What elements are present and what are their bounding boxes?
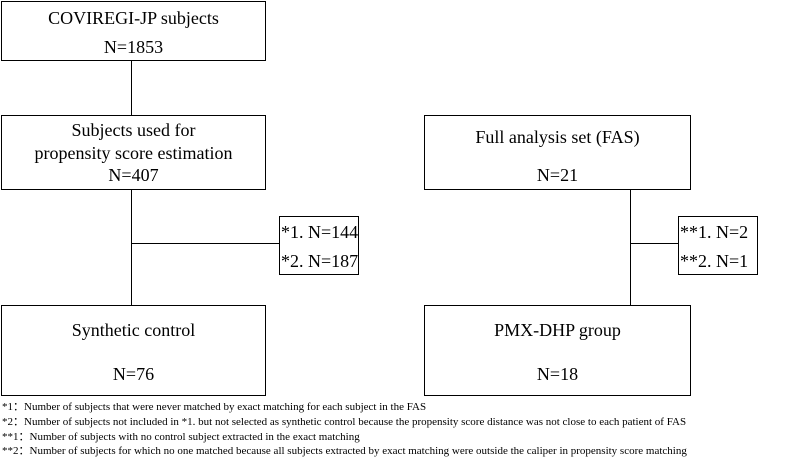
left-excluded-box: *1. N=144 *2. N=187	[279, 216, 359, 275]
connector-right-branch	[630, 243, 678, 245]
covid-subjects-count: N=1853	[103, 37, 164, 57]
connector-fas-to-pmx	[630, 189, 632, 305]
synthetic-control-box: Synthetic control N=76	[1, 305, 266, 396]
propensity-title-line2: propensity score estimation	[34, 143, 233, 163]
covid-subjects-box: COVIREGI-JP subjects N=1853	[1, 1, 266, 61]
footnote-2: *2：Number of subjects not included in *1…	[2, 416, 687, 428]
right-excluded-item2: **2. N=1	[680, 251, 749, 271]
footnote-3: **1：Number of subjects with no control s…	[2, 431, 360, 443]
connector-propensity-to-synthetic	[131, 189, 133, 305]
connector-left-branch	[131, 243, 279, 245]
pmx-dhp-count: N=18	[536, 364, 579, 384]
fas-box: Full analysis set (FAS) N=21	[424, 115, 691, 190]
covid-subjects-title: COVIREGI-JP subjects	[48, 8, 219, 28]
footnote-1: *1：Number of subjects that were never ma…	[2, 401, 427, 413]
footnote-4: **2：Number of subjects for which no one …	[2, 445, 687, 457]
connector-covid-to-propensity	[131, 60, 133, 115]
pmx-dhp-box: PMX-DHP group N=18	[424, 305, 691, 396]
left-excluded-item1: *1. N=144	[281, 222, 359, 242]
pmx-dhp-title: PMX-DHP group	[494, 320, 621, 340]
propensity-title-line1: Subjects used for	[71, 120, 196, 140]
fas-count: N=21	[536, 165, 579, 185]
propensity-box: Subjects used for propensity score estim…	[1, 115, 266, 190]
synthetic-control-title: Synthetic control	[71, 320, 196, 340]
left-excluded-item2: *2. N=187	[281, 251, 359, 271]
propensity-count: N=407	[108, 165, 159, 185]
right-excluded-box: **1. N=2 **2. N=1	[678, 216, 758, 275]
synthetic-control-count: N=76	[112, 364, 155, 384]
fas-title: Full analysis set (FAS)	[475, 127, 640, 147]
right-excluded-item1: **1. N=2	[680, 222, 749, 242]
